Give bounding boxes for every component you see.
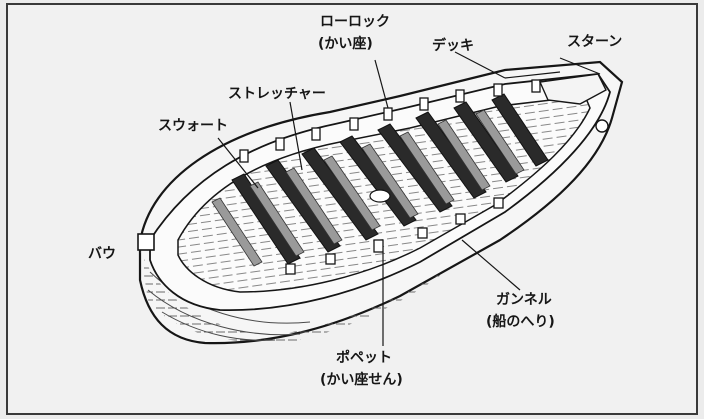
label-bow: バウ (88, 246, 116, 262)
label-stern: スターン (567, 34, 623, 50)
label-thwart: スウォート (158, 118, 228, 134)
leader-lines (217, 51, 601, 346)
bow-stem (137, 233, 155, 251)
label-gunwale-sub: (船のへり) (486, 314, 555, 330)
label-poppet: ポペット (336, 350, 392, 366)
stern-deck (538, 73, 607, 105)
label-poppet-sub: (かい座せん) (320, 372, 403, 388)
label-rowlock: ローロック (320, 14, 390, 30)
label-rowlock-sub: (かい座) (318, 36, 373, 52)
thwart-benches (231, 93, 549, 265)
label-deck: デッキ (432, 38, 474, 54)
label-stretcher: ストレッチャー (228, 86, 326, 102)
stretcher-boards (211, 109, 525, 267)
rowlock-posts (239, 79, 541, 163)
poppet-posts (285, 197, 504, 275)
label-gunwale: ガンネル (496, 292, 552, 308)
